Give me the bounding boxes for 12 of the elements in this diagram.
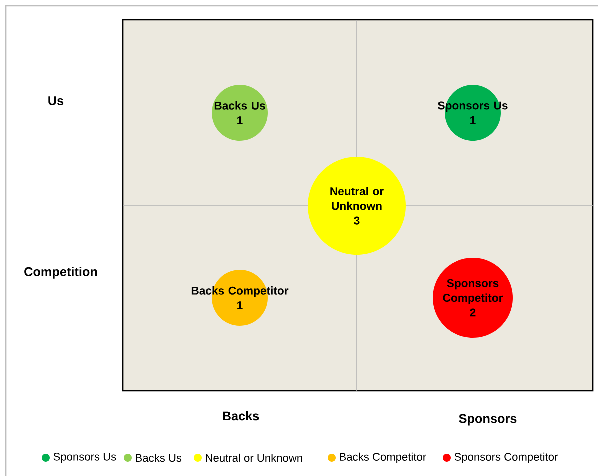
axis-label: Backs: [223, 411, 260, 421]
bubble: Backs Us 1: [212, 85, 268, 141]
legend-label: Sponsors Us: [54, 453, 116, 464]
legend-label: Neutral or Unknown: [206, 454, 302, 462]
bubble: Sponsors Competitor 2: [433, 258, 513, 338]
axis-label: Competition: [24, 267, 98, 279]
axis-label: Sponsors: [459, 414, 517, 426]
legend-label: Sponsors Competitor: [454, 452, 558, 464]
legend-label: Backs Us: [136, 454, 182, 462]
axis-label: Us: [48, 96, 64, 106]
bubble: Neutral or Unknown 3: [308, 157, 406, 255]
legend-label: Backs Competitor: [340, 452, 426, 464]
